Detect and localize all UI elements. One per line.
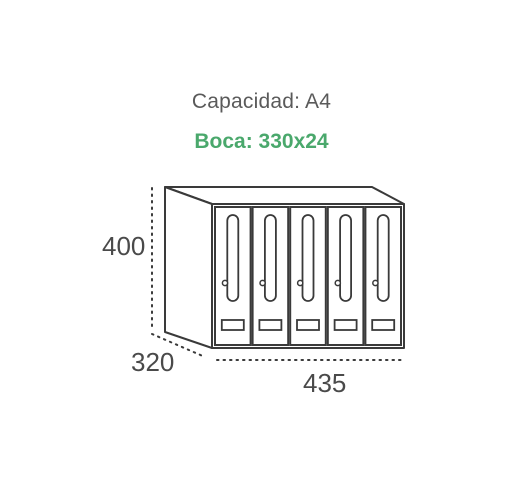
mouth-size-label: Boca: 330x24 (194, 130, 329, 153)
lock-icon (221, 279, 229, 287)
lock-icon (372, 279, 379, 287)
letter-slot (263, 214, 277, 302)
letter-slot (301, 214, 315, 302)
dimension-lines (151, 187, 403, 361)
depth-dimension-label: 320 (131, 347, 175, 377)
lock-icon (296, 279, 304, 287)
mailbox-door (326, 206, 365, 346)
height-dimension-label: 400 (102, 231, 146, 261)
lock-icon (259, 279, 266, 287)
width-dimension-label: 435 (303, 368, 347, 398)
lock-icon (334, 279, 342, 287)
mailbox-door (364, 206, 402, 346)
mailbox-door (251, 206, 290, 346)
letter-slot (339, 214, 353, 302)
capacity-label: Capacidad: A4 (191, 90, 332, 113)
name-plate (296, 319, 320, 331)
mailbox-door (289, 206, 327, 346)
letter-slot (226, 214, 240, 302)
name-plate (333, 319, 358, 331)
cabinet-side (164, 186, 213, 349)
letter-slot (376, 214, 390, 302)
mailbox-door (214, 206, 252, 346)
mailbox-doors (214, 206, 402, 346)
name-plate (220, 319, 245, 331)
name-plate (371, 319, 396, 331)
name-plate (258, 319, 283, 331)
